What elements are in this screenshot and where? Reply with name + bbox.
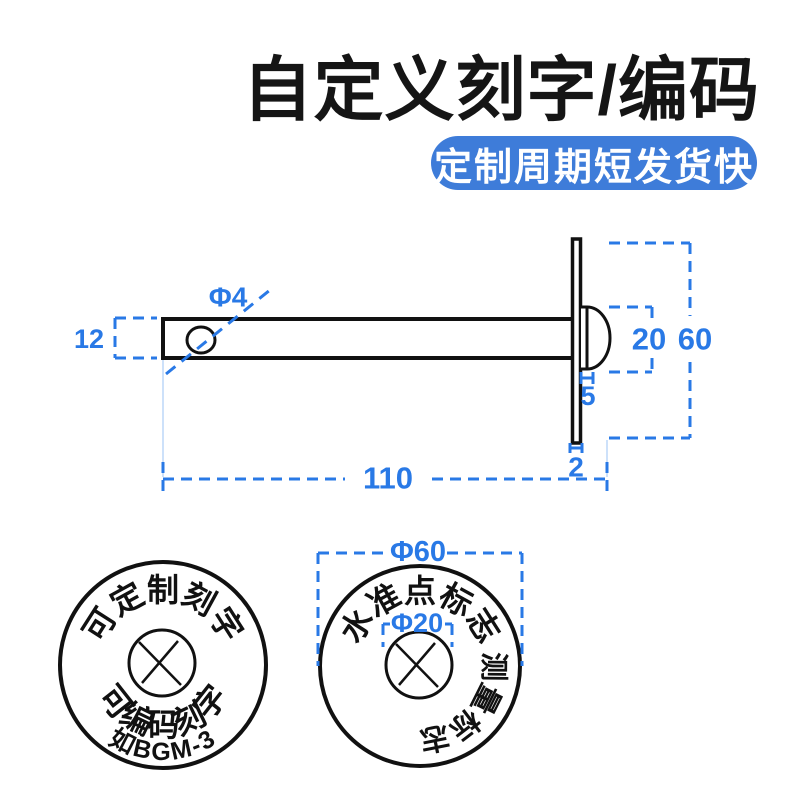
extension-lines [162, 360, 608, 477]
medallion-left: 可定制刻字 可编码刻字 如BGM-3 [58, 560, 268, 770]
hole-circle [185, 325, 217, 355]
dim-rod-height: 12 [74, 316, 157, 360]
dim-plate-diameter-label: 60 [678, 322, 712, 357]
dim-medallion-outer-diameter: Φ60 [316, 536, 524, 666]
dim-rod-length: 110 [161, 461, 609, 497]
crosshair-mark [138, 640, 182, 686]
dim-boss-depth: 5 [579, 372, 596, 411]
medallion-right-inner-circle [384, 630, 454, 700]
medallion-left-inner-circle [127, 628, 197, 698]
dome-boss [581, 305, 612, 371]
dim-boss-diameter-label: 20 [632, 322, 666, 357]
dim-boss-diameter: 20 [609, 305, 666, 374]
page-title: 自定义刻字/编码 [242, 51, 760, 129]
dim-medallion-outer-diameter-label: Φ60 [390, 536, 446, 568]
dim-rod-length-label: 110 [363, 461, 413, 496]
rod-outline [161, 317, 575, 360]
dim-hole-diameter-label: Φ4 [209, 282, 248, 313]
crosshair-mark [395, 642, 439, 688]
plate-side-view [570, 237, 583, 445]
dim-medallion-inner-diameter: Φ20 [381, 608, 454, 647]
dim-plate-thickness: 2 [568, 443, 584, 483]
dim-plate-diameter: 60 [609, 241, 712, 440]
dim-boss-depth-label: 5 [580, 381, 595, 411]
pin-side-view [161, 237, 612, 445]
dim-plate-thickness-label: 2 [568, 452, 584, 483]
dim-medallion-inner-diameter-label: Φ20 [391, 608, 443, 638]
medallion-right: 水准点标志 测量标志 Φ60 Φ20 [316, 536, 524, 768]
dim-rod-height-label: 12 [74, 324, 104, 354]
dim-hole-diameter: Φ4 [165, 282, 271, 376]
promo-badge-label: 定制周期短发货快 [433, 146, 754, 189]
promo-badge: 定制周期短发货快 [431, 136, 757, 190]
